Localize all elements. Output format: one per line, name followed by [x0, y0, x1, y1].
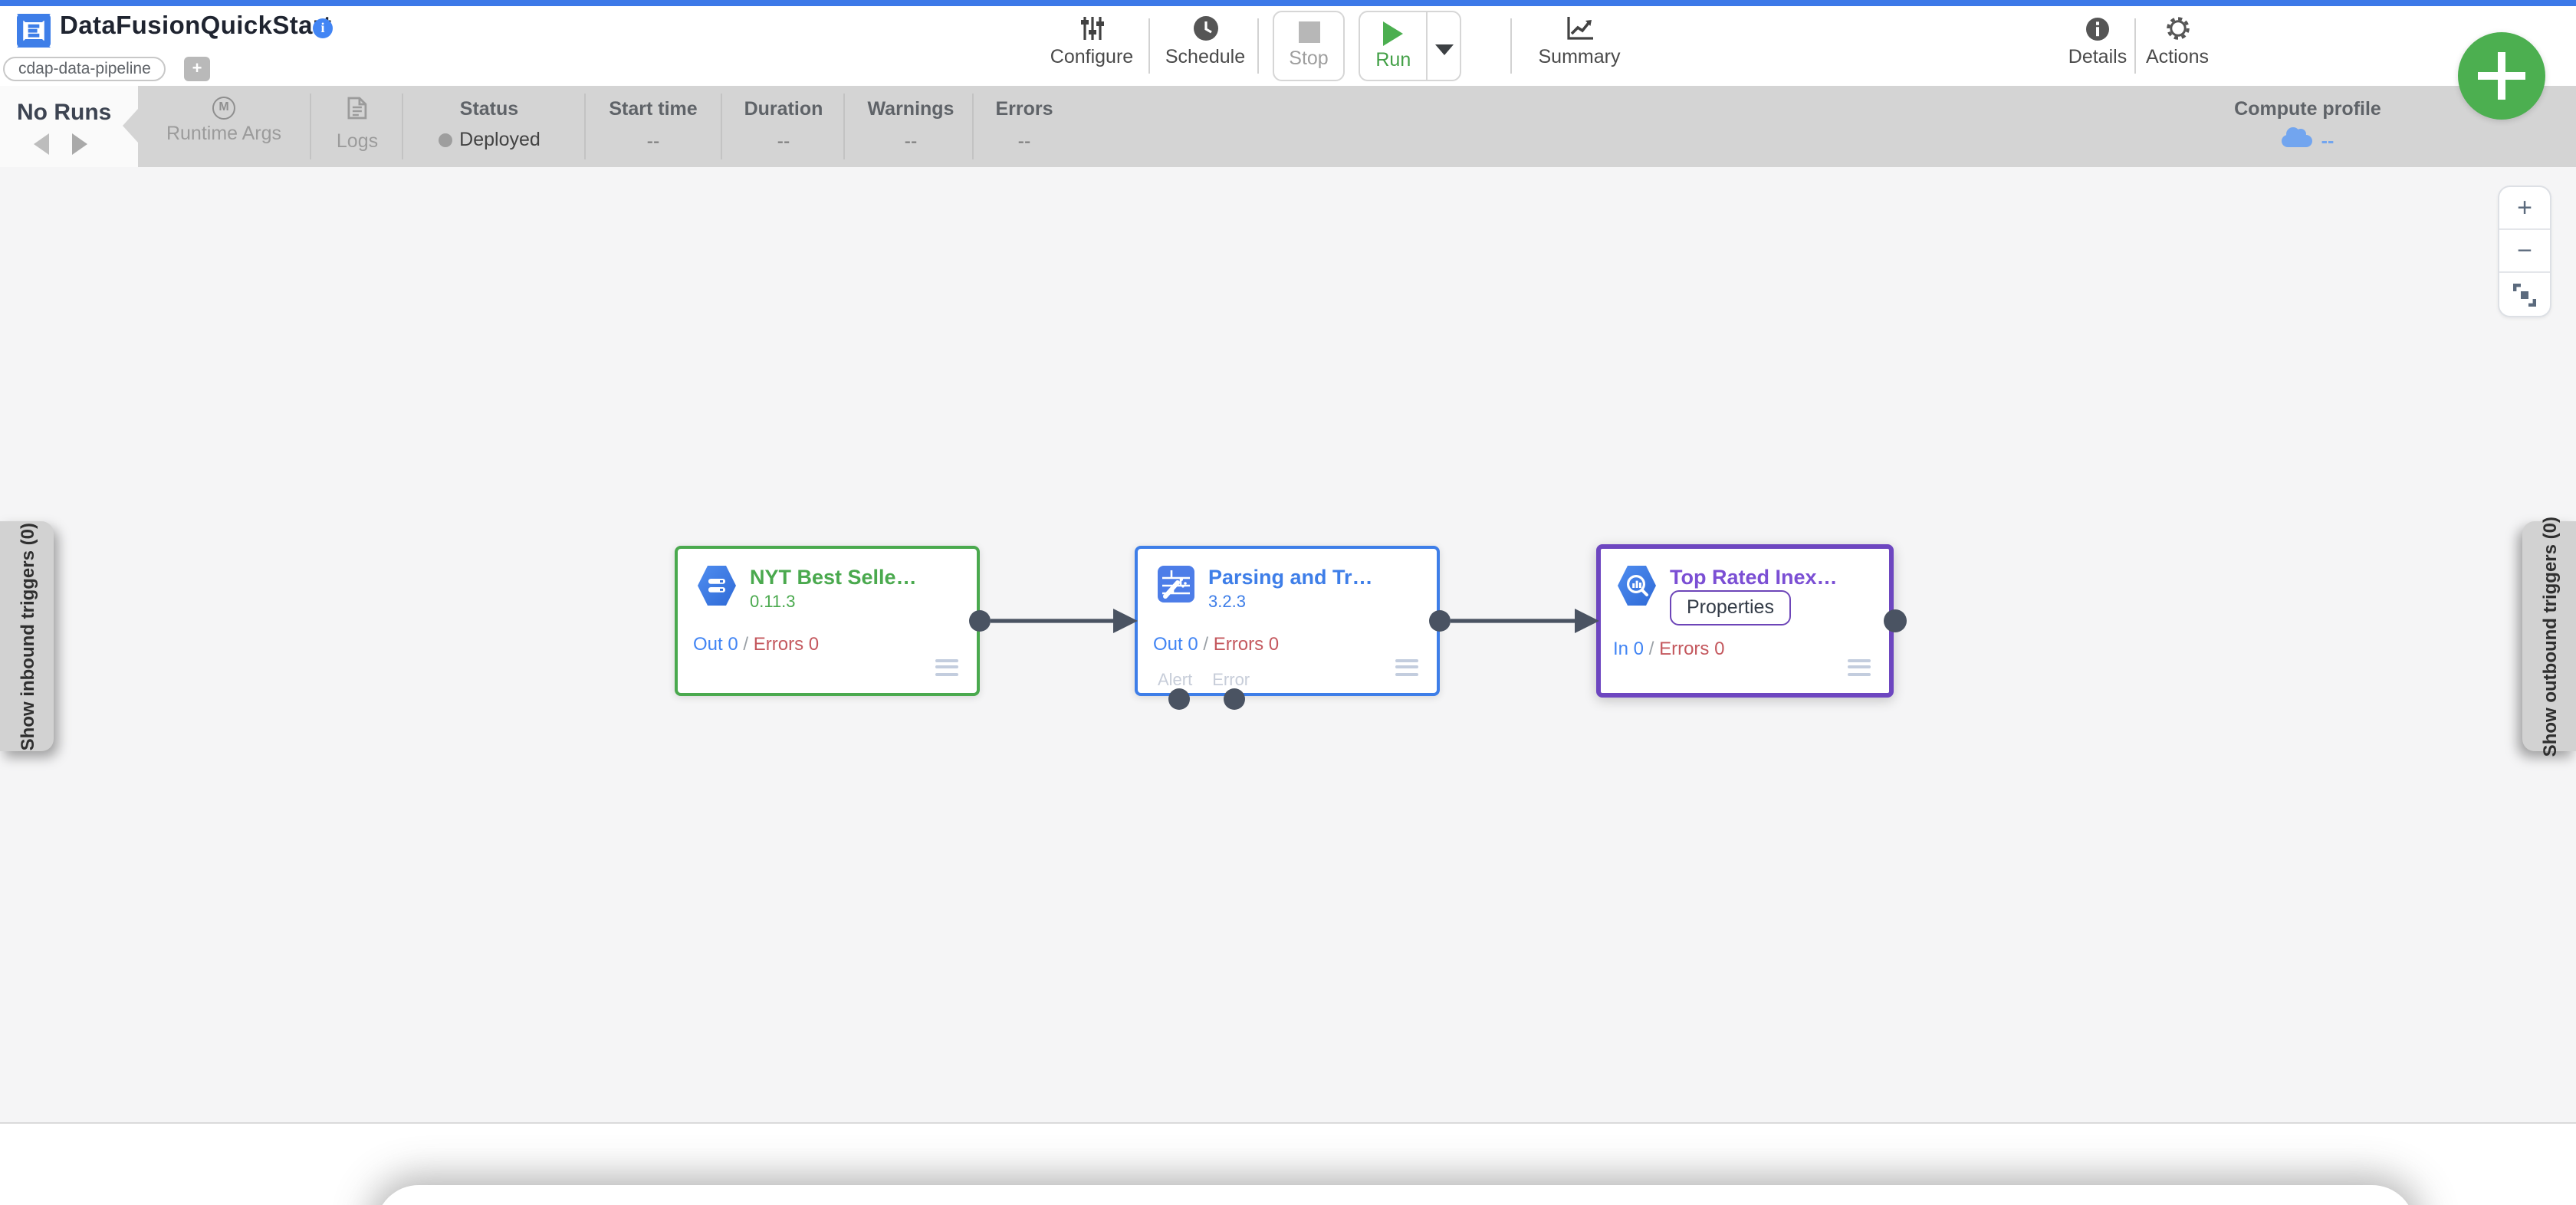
- page-title: DataFusionQuickStart: [60, 12, 332, 40]
- add-tag-button[interactable]: +: [184, 57, 210, 81]
- runbar-divider: [584, 94, 586, 159]
- node-menu-button[interactable]: [1395, 655, 1418, 676]
- errors-column: Errors --: [995, 98, 1053, 152]
- gear-icon: [2108, 15, 2246, 41]
- zoom-in-button[interactable]: +: [2499, 187, 2550, 230]
- node-nyt-best-sellers[interactable]: NYT Best Selle… 0.11.3 Out 0 / Errors 0: [675, 546, 980, 696]
- logs-button[interactable]: Logs: [337, 86, 378, 167]
- toolbar-divider: [1510, 18, 1512, 74]
- status-label: Status: [459, 98, 519, 120]
- node-title: Parsing and Tr…: [1208, 566, 1373, 589]
- no-runs-label: No Runs: [17, 100, 112, 126]
- summary-button[interactable]: Summary: [1510, 15, 1648, 67]
- runbar-divider: [972, 94, 974, 159]
- node-menu-button[interactable]: [1848, 655, 1871, 676]
- stop-icon: [1298, 21, 1319, 43]
- bigquery-sink-icon: [1618, 566, 1656, 606]
- runbar-divider: [402, 94, 403, 159]
- out-count[interactable]: Out 0: [1153, 633, 1198, 655]
- run-button-group: Run: [1359, 11, 1461, 81]
- fit-screen-icon: [2513, 283, 2536, 306]
- run-status-bar: No Runs M Runtime Args Logs: [0, 86, 2576, 167]
- runbar-divider: [843, 94, 845, 159]
- start-time-column: Start time --: [609, 98, 698, 152]
- errors-count[interactable]: Errors 0: [1659, 638, 1725, 659]
- errors-count[interactable]: Errors 0: [1213, 633, 1280, 655]
- cloud-icon: [2281, 127, 2312, 147]
- out-count[interactable]: Out 0: [693, 633, 738, 655]
- plus-icon: [2478, 72, 2525, 80]
- compute-profile-label: Compute profile: [2234, 98, 2381, 120]
- clock-icon: [1136, 15, 1274, 41]
- wrangler-icon: [1158, 566, 1194, 602]
- warnings-column: Warnings --: [867, 98, 955, 152]
- fit-to-screen-button[interactable]: [2499, 273, 2550, 316]
- errors-count[interactable]: Errors 0: [753, 633, 820, 655]
- outbound-triggers-tab[interactable]: Show outbound triggers (0): [2522, 516, 2576, 757]
- stop-button[interactable]: Stop: [1273, 11, 1345, 81]
- play-icon: [1383, 21, 1404, 46]
- node-top-rated-sink[interactable]: Top Rated Inex… Properties In 0 / Errors…: [1596, 544, 1894, 698]
- run-options-button[interactable]: [1426, 12, 1460, 80]
- zoom-out-button[interactable]: −: [2499, 230, 2550, 273]
- status-dot-icon: [438, 133, 452, 146]
- brand-bar: [0, 0, 2576, 6]
- node-version: 0.11.3: [750, 593, 796, 612]
- previous-run-button[interactable]: [34, 133, 49, 155]
- pipeline-canvas[interactable]: NYT Best Selle… 0.11.3 Out 0 / Errors 0: [0, 167, 2576, 1122]
- duration-column: Duration --: [744, 98, 823, 152]
- macro-icon: M: [212, 97, 235, 120]
- properties-button[interactable]: Properties: [1670, 590, 1791, 625]
- runs-panel-notch: [123, 109, 138, 143]
- in-count[interactable]: In 0: [1613, 638, 1644, 659]
- add-entity-button[interactable]: [2458, 32, 2545, 120]
- document-icon: [347, 97, 367, 120]
- info-icon[interactable]: i: [313, 18, 333, 38]
- error-port-label: Error: [1212, 671, 1250, 690]
- pipeline-type-tag: cdap-data-pipeline: [3, 57, 166, 81]
- status-block: Status Deployed: [397, 86, 581, 167]
- node-menu-button[interactable]: [935, 655, 958, 676]
- runbar-divider: [721, 94, 722, 159]
- runs-panel: No Runs: [0, 86, 138, 167]
- actions-button[interactable]: Actions: [2108, 15, 2246, 67]
- status-value: Deployed: [459, 129, 540, 150]
- configure-button[interactable]: Configure: [1023, 15, 1161, 67]
- alert-port-label: Alert: [1158, 671, 1193, 690]
- runbar-divider: [310, 94, 311, 159]
- canvas-zoom-controls: + −: [2498, 186, 2551, 317]
- chevron-down-icon: [1434, 44, 1454, 54]
- info-circle-icon: [2029, 15, 2167, 41]
- node-title: Top Rated Inex…: [1670, 566, 1838, 589]
- schedule-button[interactable]: Schedule: [1136, 15, 1274, 67]
- chart-icon: [1510, 15, 1648, 41]
- node-version: 3.2.3: [1208, 593, 1246, 612]
- run-button[interactable]: Run: [1360, 12, 1427, 80]
- toolbar-divider: [1148, 18, 1150, 74]
- compute-profile-value: --: [2321, 130, 2334, 152]
- node-parsing-transform[interactable]: Parsing and Tr… 3.2.3 Out 0 / Errors 0 A…: [1135, 546, 1440, 696]
- gcs-source-icon: [698, 566, 736, 606]
- details-button[interactable]: Details: [2029, 15, 2167, 67]
- pipeline-header: DataFusionQuickStart i cdap-data-pipelin…: [0, 6, 2576, 86]
- node-metrics: Out 0 / Errors 0: [1153, 633, 1280, 655]
- runtime-args-button[interactable]: M Runtime Args: [166, 86, 281, 167]
- bottom-panel-edge: [0, 1122, 2576, 1205]
- cdap-logo-icon: [17, 14, 51, 48]
- node-title: NYT Best Selle…: [750, 566, 917, 589]
- hidden-panel-shadow: [376, 1185, 2415, 1205]
- inbound-triggers-tab[interactable]: Show inbound triggers (0): [0, 521, 54, 751]
- compute-profile-block: Compute profile --: [2200, 86, 2415, 167]
- node-metrics: Out 0 / Errors 0: [693, 633, 820, 655]
- sliders-icon: [1023, 15, 1161, 41]
- node-metrics: In 0 / Errors 0: [1613, 638, 1725, 659]
- toolbar-divider: [1257, 18, 1259, 74]
- next-run-button[interactable]: [72, 133, 87, 155]
- toolbar-divider: [2134, 18, 2136, 74]
